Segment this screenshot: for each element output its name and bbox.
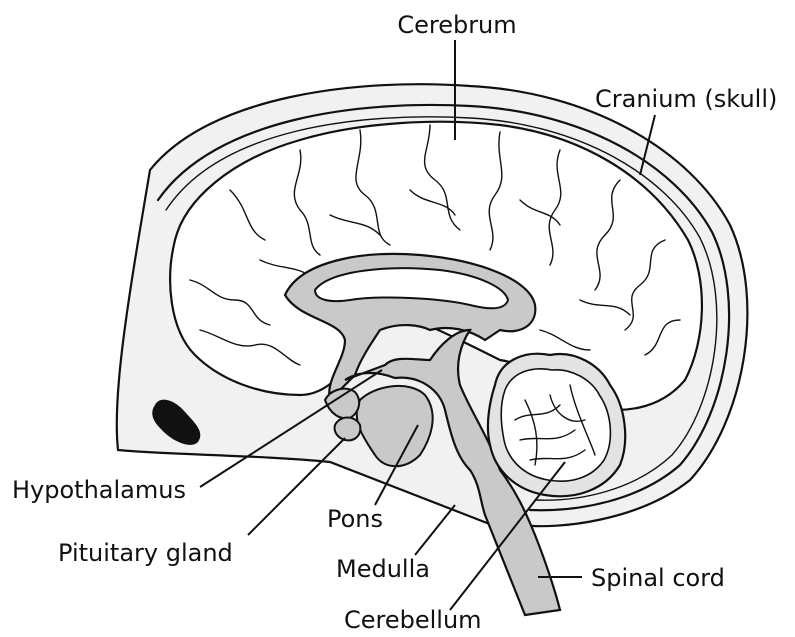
label-pons: Pons <box>327 505 383 533</box>
label-hypothalamus: Hypothalamus <box>12 476 186 504</box>
pituitary-shape <box>335 418 361 441</box>
label-pituitary: Pituitary gland <box>58 539 233 567</box>
label-cerebrum: Cerebrum <box>397 11 516 39</box>
leader-medulla <box>415 505 455 555</box>
label-medulla: Medulla <box>336 555 430 583</box>
label-cranium: Cranium (skull) <box>595 85 777 113</box>
cerebellum-shape <box>488 354 625 497</box>
label-spinal-cord: Spinal cord <box>591 564 725 592</box>
label-cerebellum: Cerebellum <box>344 606 482 634</box>
